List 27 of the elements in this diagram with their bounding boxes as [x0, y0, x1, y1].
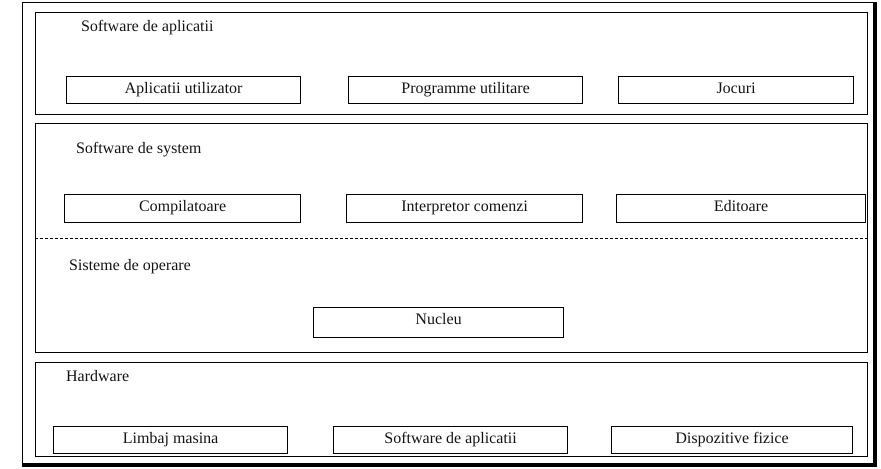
component-box: [64, 194, 301, 223]
layer-panel: [35, 123, 868, 353]
component-box: [313, 307, 564, 338]
component-label: Aplicatii utilizator: [124, 79, 244, 99]
component-box: [348, 76, 583, 104]
component-label: Nucleu: [414, 310, 463, 330]
component-box: [611, 426, 853, 454]
layer-heading: Software de aplicatii: [81, 17, 214, 37]
layer-heading: Hardware: [66, 367, 130, 387]
component-label: Dispozitive fizice: [674, 429, 790, 449]
component-box: [346, 194, 583, 223]
component-label: Interpretor comenzi: [400, 197, 529, 217]
component-label: Programme utilitare: [400, 79, 531, 99]
component-box: [66, 76, 301, 104]
component-box: [53, 426, 288, 454]
layer-panel: [35, 12, 868, 115]
component-label: Compilatoare: [138, 197, 228, 217]
layer-heading: Software de system: [76, 139, 202, 159]
component-label: Limbaj masina: [122, 429, 220, 449]
component-box: [333, 426, 568, 454]
component-box: [616, 194, 866, 223]
component-box: [618, 76, 854, 104]
component-label: Software de aplicatii: [383, 429, 518, 449]
layer-heading: Sisteme de operare: [69, 256, 191, 276]
component-label: Editoare: [712, 197, 770, 217]
layer-panel: [35, 362, 868, 457]
component-label: Jocuri: [715, 79, 757, 99]
